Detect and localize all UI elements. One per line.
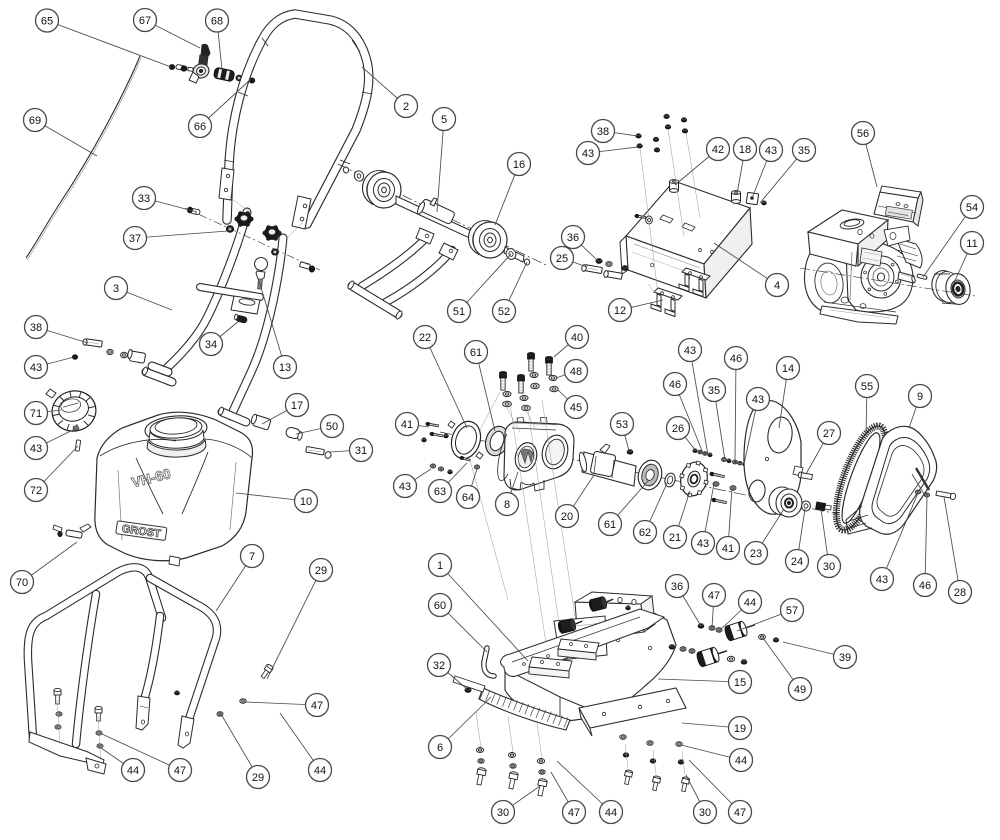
svg-text:47: 47 [311, 700, 323, 712]
svg-text:70: 70 [16, 577, 28, 589]
svg-text:20: 20 [561, 511, 573, 523]
svg-text:65: 65 [41, 15, 53, 27]
svg-text:31: 31 [355, 445, 367, 457]
svg-text:43: 43 [697, 538, 709, 550]
svg-text:29: 29 [315, 565, 327, 577]
svg-text:68: 68 [211, 15, 223, 27]
svg-text:15: 15 [734, 677, 746, 689]
svg-text:47: 47 [708, 590, 720, 602]
svg-text:6: 6 [437, 742, 443, 754]
svg-text:18: 18 [739, 144, 751, 156]
svg-text:3: 3 [113, 283, 119, 295]
svg-text:47: 47 [174, 765, 186, 777]
svg-text:26: 26 [672, 423, 684, 435]
svg-text:5: 5 [441, 114, 447, 126]
svg-text:41: 41 [401, 419, 413, 431]
svg-text:8: 8 [504, 499, 510, 511]
svg-text:17: 17 [291, 400, 303, 412]
svg-text:41: 41 [722, 543, 734, 555]
svg-text:16: 16 [513, 159, 525, 171]
svg-text:44: 44 [605, 807, 617, 819]
svg-text:35: 35 [798, 145, 810, 157]
svg-text:24: 24 [791, 556, 803, 568]
svg-text:42: 42 [712, 144, 724, 156]
svg-text:55: 55 [861, 381, 873, 393]
svg-text:72: 72 [30, 485, 42, 497]
svg-text:46: 46 [730, 353, 742, 365]
svg-text:43: 43 [684, 345, 696, 357]
svg-text:30: 30 [497, 807, 509, 819]
svg-text:57: 57 [786, 605, 798, 617]
svg-text:39: 39 [839, 652, 851, 664]
svg-text:36: 36 [671, 581, 683, 593]
svg-text:43: 43 [30, 362, 42, 374]
svg-text:61: 61 [604, 519, 616, 531]
svg-text:43: 43 [582, 148, 594, 160]
svg-text:11: 11 [966, 238, 977, 250]
svg-text:14: 14 [782, 363, 794, 375]
svg-text:43: 43 [876, 574, 888, 586]
svg-text:40: 40 [571, 332, 583, 344]
svg-text:4: 4 [774, 280, 780, 292]
svg-text:47: 47 [568, 807, 580, 819]
svg-text:22: 22 [419, 332, 431, 344]
svg-text:50: 50 [326, 421, 338, 433]
svg-text:25: 25 [556, 253, 568, 265]
svg-text:43: 43 [765, 145, 777, 157]
svg-text:54: 54 [966, 202, 978, 214]
svg-text:35: 35 [708, 385, 720, 397]
svg-text:43: 43 [30, 443, 42, 455]
svg-text:71: 71 [30, 408, 42, 420]
svg-text:9: 9 [917, 391, 923, 403]
svg-text:30: 30 [823, 561, 835, 573]
svg-text:51: 51 [453, 306, 465, 318]
svg-text:37: 37 [129, 233, 141, 245]
svg-text:66: 66 [194, 121, 206, 133]
svg-text:19: 19 [734, 723, 746, 735]
svg-text:44: 44 [314, 765, 326, 777]
svg-text:36: 36 [567, 232, 579, 244]
svg-text:56: 56 [857, 128, 869, 140]
svg-text:43: 43 [399, 481, 411, 493]
svg-text:44: 44 [127, 765, 139, 777]
svg-text:7: 7 [249, 551, 255, 563]
svg-text:32: 32 [433, 660, 445, 672]
svg-text:34: 34 [205, 339, 217, 351]
svg-text:67: 67 [139, 15, 151, 27]
svg-text:38: 38 [30, 322, 42, 334]
svg-text:46: 46 [919, 580, 931, 592]
svg-text:28: 28 [954, 587, 966, 599]
svg-text:21: 21 [669, 532, 681, 544]
svg-text:52: 52 [498, 306, 510, 318]
svg-text:43: 43 [752, 394, 764, 406]
svg-text:45: 45 [570, 402, 582, 414]
svg-text:38: 38 [597, 126, 609, 138]
svg-text:53: 53 [616, 419, 628, 431]
svg-text:23: 23 [750, 548, 762, 560]
svg-text:GROST: GROST [121, 523, 162, 540]
svg-text:60: 60 [434, 600, 446, 612]
svg-text:29: 29 [252, 772, 264, 784]
svg-text:10: 10 [300, 496, 312, 508]
svg-text:13: 13 [279, 362, 291, 374]
svg-text:44: 44 [744, 597, 756, 609]
svg-text:12: 12 [614, 305, 626, 317]
svg-text:63: 63 [434, 486, 446, 498]
svg-text:2: 2 [403, 101, 409, 113]
svg-text:47: 47 [734, 807, 746, 819]
svg-text:27: 27 [823, 428, 835, 440]
svg-text:64: 64 [462, 492, 474, 504]
svg-text:46: 46 [669, 379, 681, 391]
svg-text:30: 30 [699, 807, 711, 819]
svg-text:48: 48 [570, 366, 582, 378]
svg-text:33: 33 [138, 193, 150, 205]
svg-text:49: 49 [794, 684, 806, 696]
svg-text:62: 62 [639, 527, 651, 539]
svg-text:44: 44 [735, 755, 747, 767]
svg-text:69: 69 [29, 115, 41, 127]
svg-text:61: 61 [470, 347, 482, 359]
svg-text:1: 1 [437, 560, 443, 572]
